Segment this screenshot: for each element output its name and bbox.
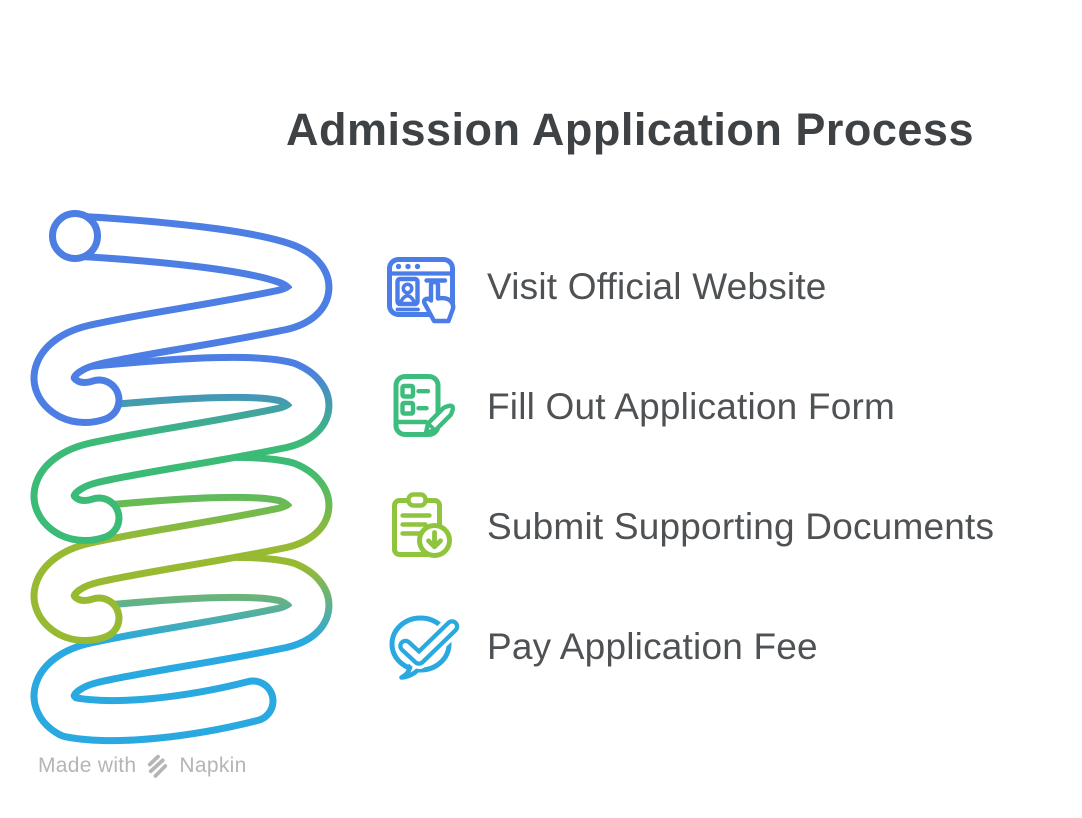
person-shoulders [399, 294, 416, 304]
step-fill-out-application-form: Fill Out Application Form [381, 367, 994, 447]
watermark-brand: Napkin [179, 753, 247, 777]
step-label: Visit Official Website [487, 266, 827, 307]
id-photo-frame [395, 276, 420, 307]
browser-visit-icon [381, 247, 461, 327]
napkin-logo-icon [148, 754, 168, 778]
chat-check-icon [381, 607, 463, 687]
page-title: Admission Application Process [286, 104, 974, 155]
step-pay-application-fee: Pay Application Fee [381, 607, 994, 687]
person-head [401, 282, 414, 295]
speech-bubble-tail [399, 663, 422, 680]
form-pencil-icon [381, 367, 461, 447]
clipboard-clip [406, 492, 428, 508]
step-label: Fill Out Application Form [487, 386, 896, 427]
step-label: Pay Application Fee [487, 626, 818, 667]
hand-cursor-icon [421, 279, 456, 324]
coil-opening [49, 210, 101, 262]
browser-dots [395, 263, 421, 270]
made-with-napkin-watermark: Made with Napkin [38, 752, 247, 779]
watermark-prefix: Made with [38, 753, 137, 777]
step-visit-official-website: Visit Official Website [381, 247, 994, 327]
coil-loops [49, 210, 309, 721]
process-steps-list: Visit Official Website Fi [381, 247, 994, 727]
step-label: Submit Supporting Documents [487, 506, 995, 547]
clipboard-download-icon [381, 487, 461, 567]
pencil-icon [423, 403, 455, 435]
coil-spring-illustration [25, 210, 345, 741]
step-submit-supporting-documents: Submit Supporting Documents [381, 487, 994, 567]
checkbox-1 [400, 383, 416, 399]
checkbox-2 [400, 400, 416, 416]
